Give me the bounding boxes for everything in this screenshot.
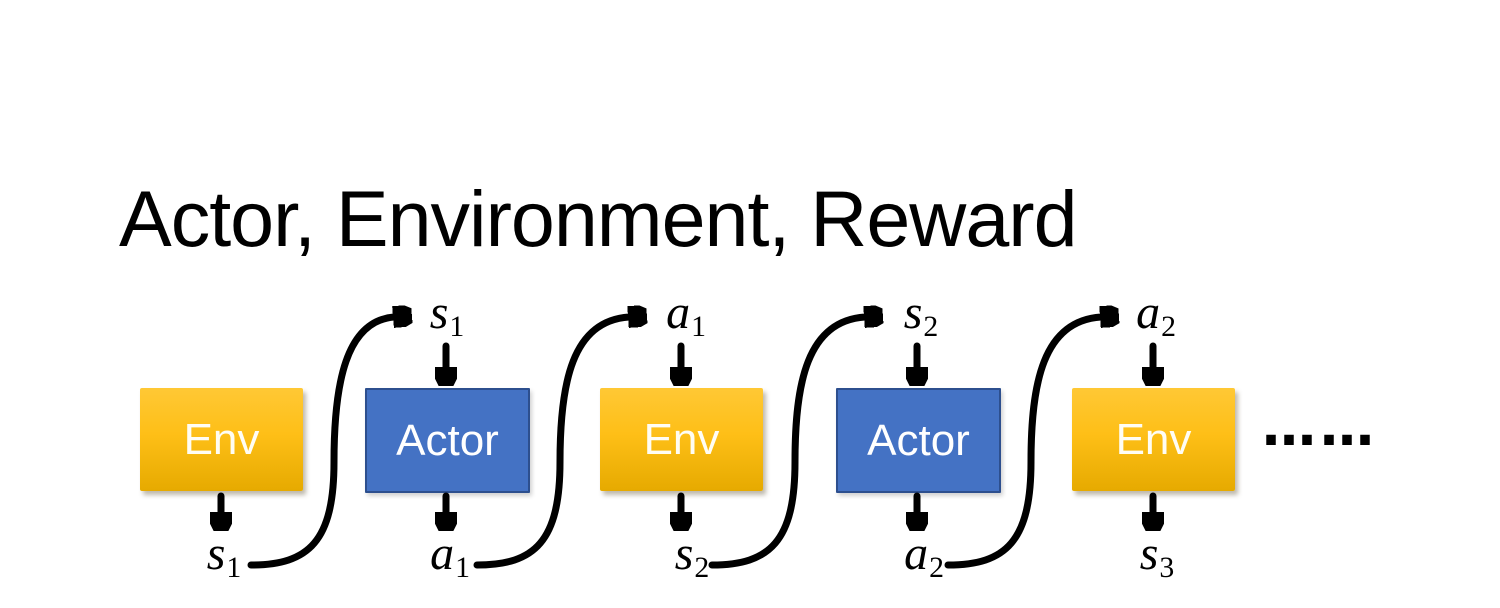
actor-box-2-label: Actor — [867, 415, 970, 465]
math-label-a1-top: a1 — [666, 286, 706, 344]
math-label-s3-bottom: s3 — [1139, 527, 1175, 585]
env-box-3-label: Env — [1115, 414, 1192, 464]
env-box-2-label: Env — [643, 414, 720, 464]
env-box-1-label: Env — [183, 414, 260, 464]
actor-box-1: Actor — [365, 388, 530, 493]
math-label-a1-bottom: a1 — [430, 527, 470, 585]
actor-box-2: Actor — [836, 388, 1001, 493]
math-label-a2-top: a2 — [1136, 286, 1176, 344]
math-label-s2-top: s2 — [903, 286, 939, 344]
env-box-2: Env — [600, 388, 763, 491]
math-label-s1-bottom: s1 — [206, 527, 242, 585]
slide-title: Actor, Environment, Reward — [119, 173, 1078, 263]
actor-box-1-label: Actor — [396, 415, 499, 465]
math-label-s2-bottom: s2 — [674, 527, 710, 585]
env-box-1: Env — [140, 388, 303, 491]
env-box-3: Env — [1072, 388, 1235, 491]
math-label-s1-top: s1 — [429, 286, 465, 344]
math-label-a2-bottom: a2 — [904, 527, 944, 585]
continuation-ellipsis: …… — [1262, 395, 1378, 458]
